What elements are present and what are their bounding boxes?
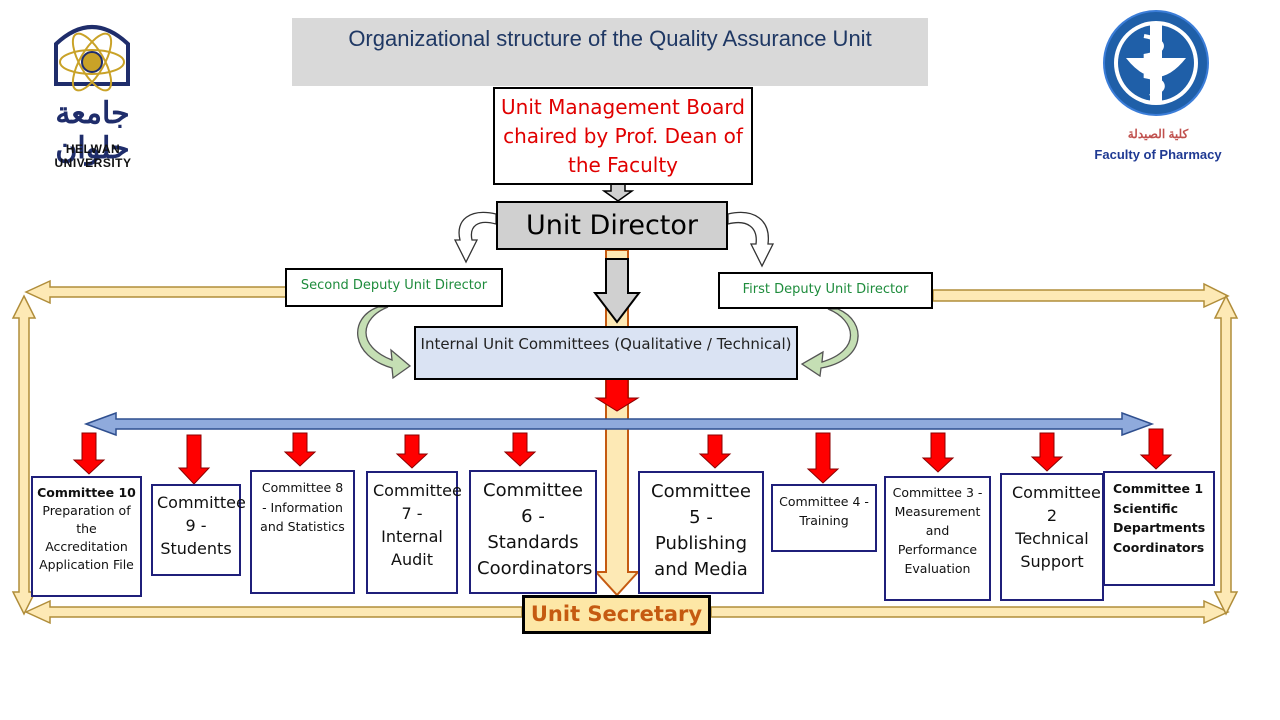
committee-5-box: Committee 5 - Publishing and Media (638, 471, 764, 594)
committee-7-box: Committee 7 - Internal Audit (366, 471, 462, 594)
committee-1-box: Committee 1 Scientific Departments Coord… (1103, 471, 1215, 586)
committees-distribution-arrow (83, 411, 1155, 437)
committee-10-title: Committee 10 (37, 485, 136, 500)
faculty-of-pharmacy-arabic-name: كلية الصيدلة (1127, 127, 1189, 141)
committee-6-box: Committee 6 - Standards Coordinators (469, 470, 597, 594)
red-arrow-c9 (177, 434, 211, 485)
red-arrow-c1 (1139, 428, 1173, 470)
committee-10-body: Preparation of the Accreditation Applica… (39, 503, 134, 572)
director-to-internal-arrow (592, 258, 642, 324)
red-arrow-c6 (503, 432, 537, 467)
committee-10-box: Committee 10 Preparation of the Accredit… (31, 476, 142, 597)
committee-2-box: Committee 2 Technical Support (1000, 473, 1104, 601)
helwan-university-logo-icon (54, 25, 130, 92)
first-deputy-box: First Deputy Unit Director (718, 272, 933, 309)
mgmt-to-director-arrow (601, 183, 635, 202)
top-right-frame-arrow (932, 282, 1230, 309)
committee-4-box: Committee 4 - Training (771, 484, 877, 552)
left-frame-arrow (11, 294, 37, 616)
committee-red-arrows (72, 428, 1173, 485)
committee-8-box: Committee 8 - Information and Statistics (250, 470, 355, 594)
red-arrow-c3 (921, 432, 955, 473)
curve-second-deputy-to-internal (357, 306, 412, 380)
red-arrow-c10 (72, 432, 106, 475)
top-left-frame-arrow (24, 279, 287, 305)
bottom-left-frame-arrow (24, 599, 523, 625)
faculty-of-pharmacy-logo-icon (1103, 10, 1209, 116)
red-arrow-c5 (698, 434, 732, 469)
curve-director-to-second-deputy (453, 211, 497, 264)
red-arrow-c8 (283, 432, 317, 467)
committee-9-box: Committee 9 - Students (151, 484, 246, 576)
frame-arrows (11, 279, 1239, 625)
second-deputy-box: Second Deputy Unit Director (285, 268, 503, 307)
red-arrow-c2 (1030, 432, 1064, 472)
helwan-university-name: HELWAN UNIVERSITY (54, 142, 132, 170)
internal-committees-box: Internal Unit Committees (Qualitative / … (414, 326, 798, 380)
faculty-of-pharmacy-name: Faculty of Pharmacy (1094, 147, 1222, 162)
unit-director-box: Unit Director (496, 201, 728, 250)
curve-director-to-first-deputy (727, 211, 775, 268)
bottom-right-frame-arrow (710, 599, 1230, 625)
unit-secretary-box: Unit Secretary (522, 595, 711, 634)
internal-to-committees-arrow (594, 375, 640, 412)
page-title: Organizational structure of the Quality … (292, 18, 928, 86)
helwan-university-arabic-name: جامعة حلوان (55, 97, 130, 165)
red-arrow-c7 (395, 434, 429, 469)
right-frame-arrow (1213, 294, 1239, 616)
red-arrow-c4 (806, 432, 840, 484)
committee-3-box: Committee 3 - Measurement and Performanc… (884, 476, 991, 601)
curve-first-deputy-to-internal (800, 308, 859, 378)
management-board-box: Unit Management Board chaired by Prof. D… (493, 87, 753, 185)
